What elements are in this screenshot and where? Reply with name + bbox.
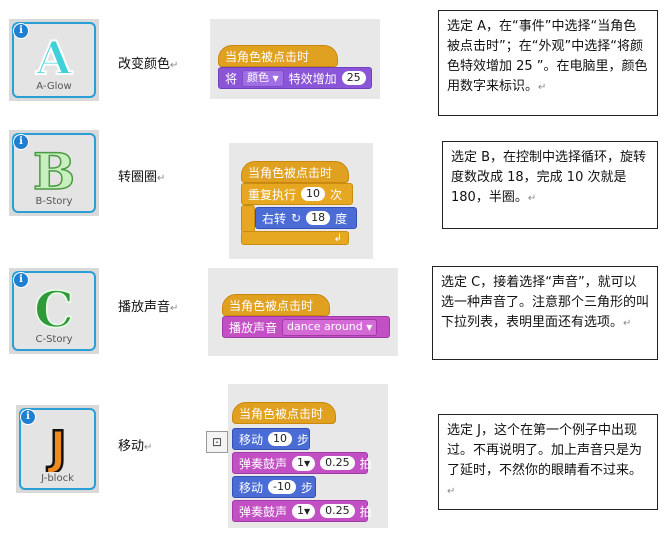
- script-area: 当角色被点击时 移动 10 步 弹奏鼓声 1▼ 0.25 拍 移动 -10 步 …: [228, 384, 388, 528]
- svg-text:C: C: [34, 281, 74, 335]
- note-box: 选定 J，这个在第一个例子中出现过。不再说明了。加上声音只是为了延时，不然你的眼…: [438, 414, 658, 510]
- play-drum-block[interactable]: 弹奏鼓声 1▼ 0.25 拍: [232, 500, 372, 522]
- note-box: 选定 C，接着选择“声音”，就可以选一种声音了。注意那个三角形的叫下拉列表，表明…: [432, 266, 658, 360]
- play-drum-block[interactable]: 弹奏鼓声 1▼ 0.25 拍: [232, 452, 372, 474]
- sprite-name: B-Story: [35, 196, 73, 207]
- sprite-tile-c[interactable]: i C C-Story: [9, 268, 99, 354]
- rotate-clockwise-icon: ↻: [291, 211, 302, 225]
- effect-dropdown[interactable]: 颜色 ▼: [242, 69, 284, 87]
- svg-text:J: J: [46, 421, 66, 472]
- action-label: 播放声音↵: [118, 300, 179, 315]
- drum-select[interactable]: 1▼: [292, 455, 316, 471]
- action-label: 转圈圈↵: [118, 170, 166, 185]
- beats-input[interactable]: 0.25: [320, 456, 355, 470]
- sprite-frame: i J J-block: [19, 408, 96, 490]
- repeat-block-arm: [241, 205, 255, 233]
- note-box: 选定 A，在“事件”中选择“当角色被点击时”；在“外观”中选择“将颜色特效增加 …: [438, 10, 658, 116]
- sprite-tile-b[interactable]: i B B-Story: [9, 130, 99, 216]
- svg-text:A: A: [35, 32, 73, 82]
- beats-input[interactable]: 0.25: [320, 504, 355, 518]
- sprite-frame: i A A-Glow: [12, 22, 96, 98]
- when-clicked-hat-block[interactable]: 当角色被点击时: [218, 45, 338, 67]
- move-steps-input[interactable]: -10: [268, 480, 296, 494]
- effect-value-input[interactable]: 25: [341, 71, 366, 85]
- repeat-block[interactable]: 重复执行 10 次: [241, 183, 353, 205]
- action-label: 移动↵: [118, 439, 153, 454]
- svg-text:B: B: [33, 143, 75, 197]
- when-clicked-hat-block[interactable]: 当角色被点击时: [232, 402, 336, 424]
- note-box: 选定 B，在控制中选择循环，旋转度数改成 18，完成 10 次就是 180，半圈…: [442, 141, 658, 229]
- info-icon[interactable]: i: [13, 272, 29, 288]
- info-icon[interactable]: i: [20, 409, 36, 425]
- sound-dropdown[interactable]: dance around ▼: [282, 318, 378, 336]
- turn-right-block[interactable]: 右转 ↻ 18 度: [255, 207, 357, 229]
- repeat-count-input[interactable]: 10: [301, 187, 326, 201]
- layout-options-icon[interactable]: ⊡: [206, 431, 228, 453]
- sprite-name: C-Story: [35, 334, 73, 345]
- script-area: 当角色被点击时 播放声音 dance around ▼: [208, 268, 398, 356]
- script-area: 当角色被点击时 将 颜色 ▼ 特效增加 25: [210, 19, 380, 99]
- drum-select[interactable]: 1▼: [292, 503, 316, 519]
- change-effect-block[interactable]: 将 颜色 ▼ 特效增加 25: [218, 67, 372, 89]
- sprite-frame: i B B-Story: [12, 133, 96, 213]
- sprite-tile-j[interactable]: i J J-block: [16, 405, 99, 493]
- play-sound-block[interactable]: 播放声音 dance around ▼: [222, 316, 390, 338]
- sprite-a-glow-image: A: [14, 30, 94, 86]
- move-steps-input[interactable]: 10: [268, 432, 293, 446]
- move-steps-block[interactable]: 移动 -10 步: [232, 476, 316, 498]
- sprite-tile-a[interactable]: i A A-Glow: [9, 19, 99, 101]
- sprite-c-story-image: C: [14, 279, 94, 340]
- sprite-name: A-Glow: [36, 81, 72, 92]
- repeat-block-end: ↲: [241, 231, 349, 245]
- info-icon[interactable]: i: [13, 23, 29, 39]
- sprite-b-story-image: B: [14, 141, 94, 202]
- when-clicked-hat-block[interactable]: 当角色被点击时: [241, 161, 349, 183]
- move-steps-block[interactable]: 移动 10 步: [232, 428, 310, 450]
- script-area: 当角色被点击时 重复执行 10 次 右转 ↻ 18 度 ↲: [229, 143, 373, 259]
- loop-arrow-icon: ↲: [333, 232, 342, 244]
- sprite-name: J-block: [41, 473, 74, 484]
- turn-degrees-input[interactable]: 18: [306, 211, 331, 225]
- sprite-frame: i C C-Story: [12, 271, 96, 351]
- action-label: 改变颜色↵: [118, 57, 179, 72]
- info-icon[interactable]: i: [13, 134, 29, 150]
- when-clicked-hat-block[interactable]: 当角色被点击时: [222, 294, 330, 316]
- sprite-j-block-image: J: [21, 418, 94, 477]
